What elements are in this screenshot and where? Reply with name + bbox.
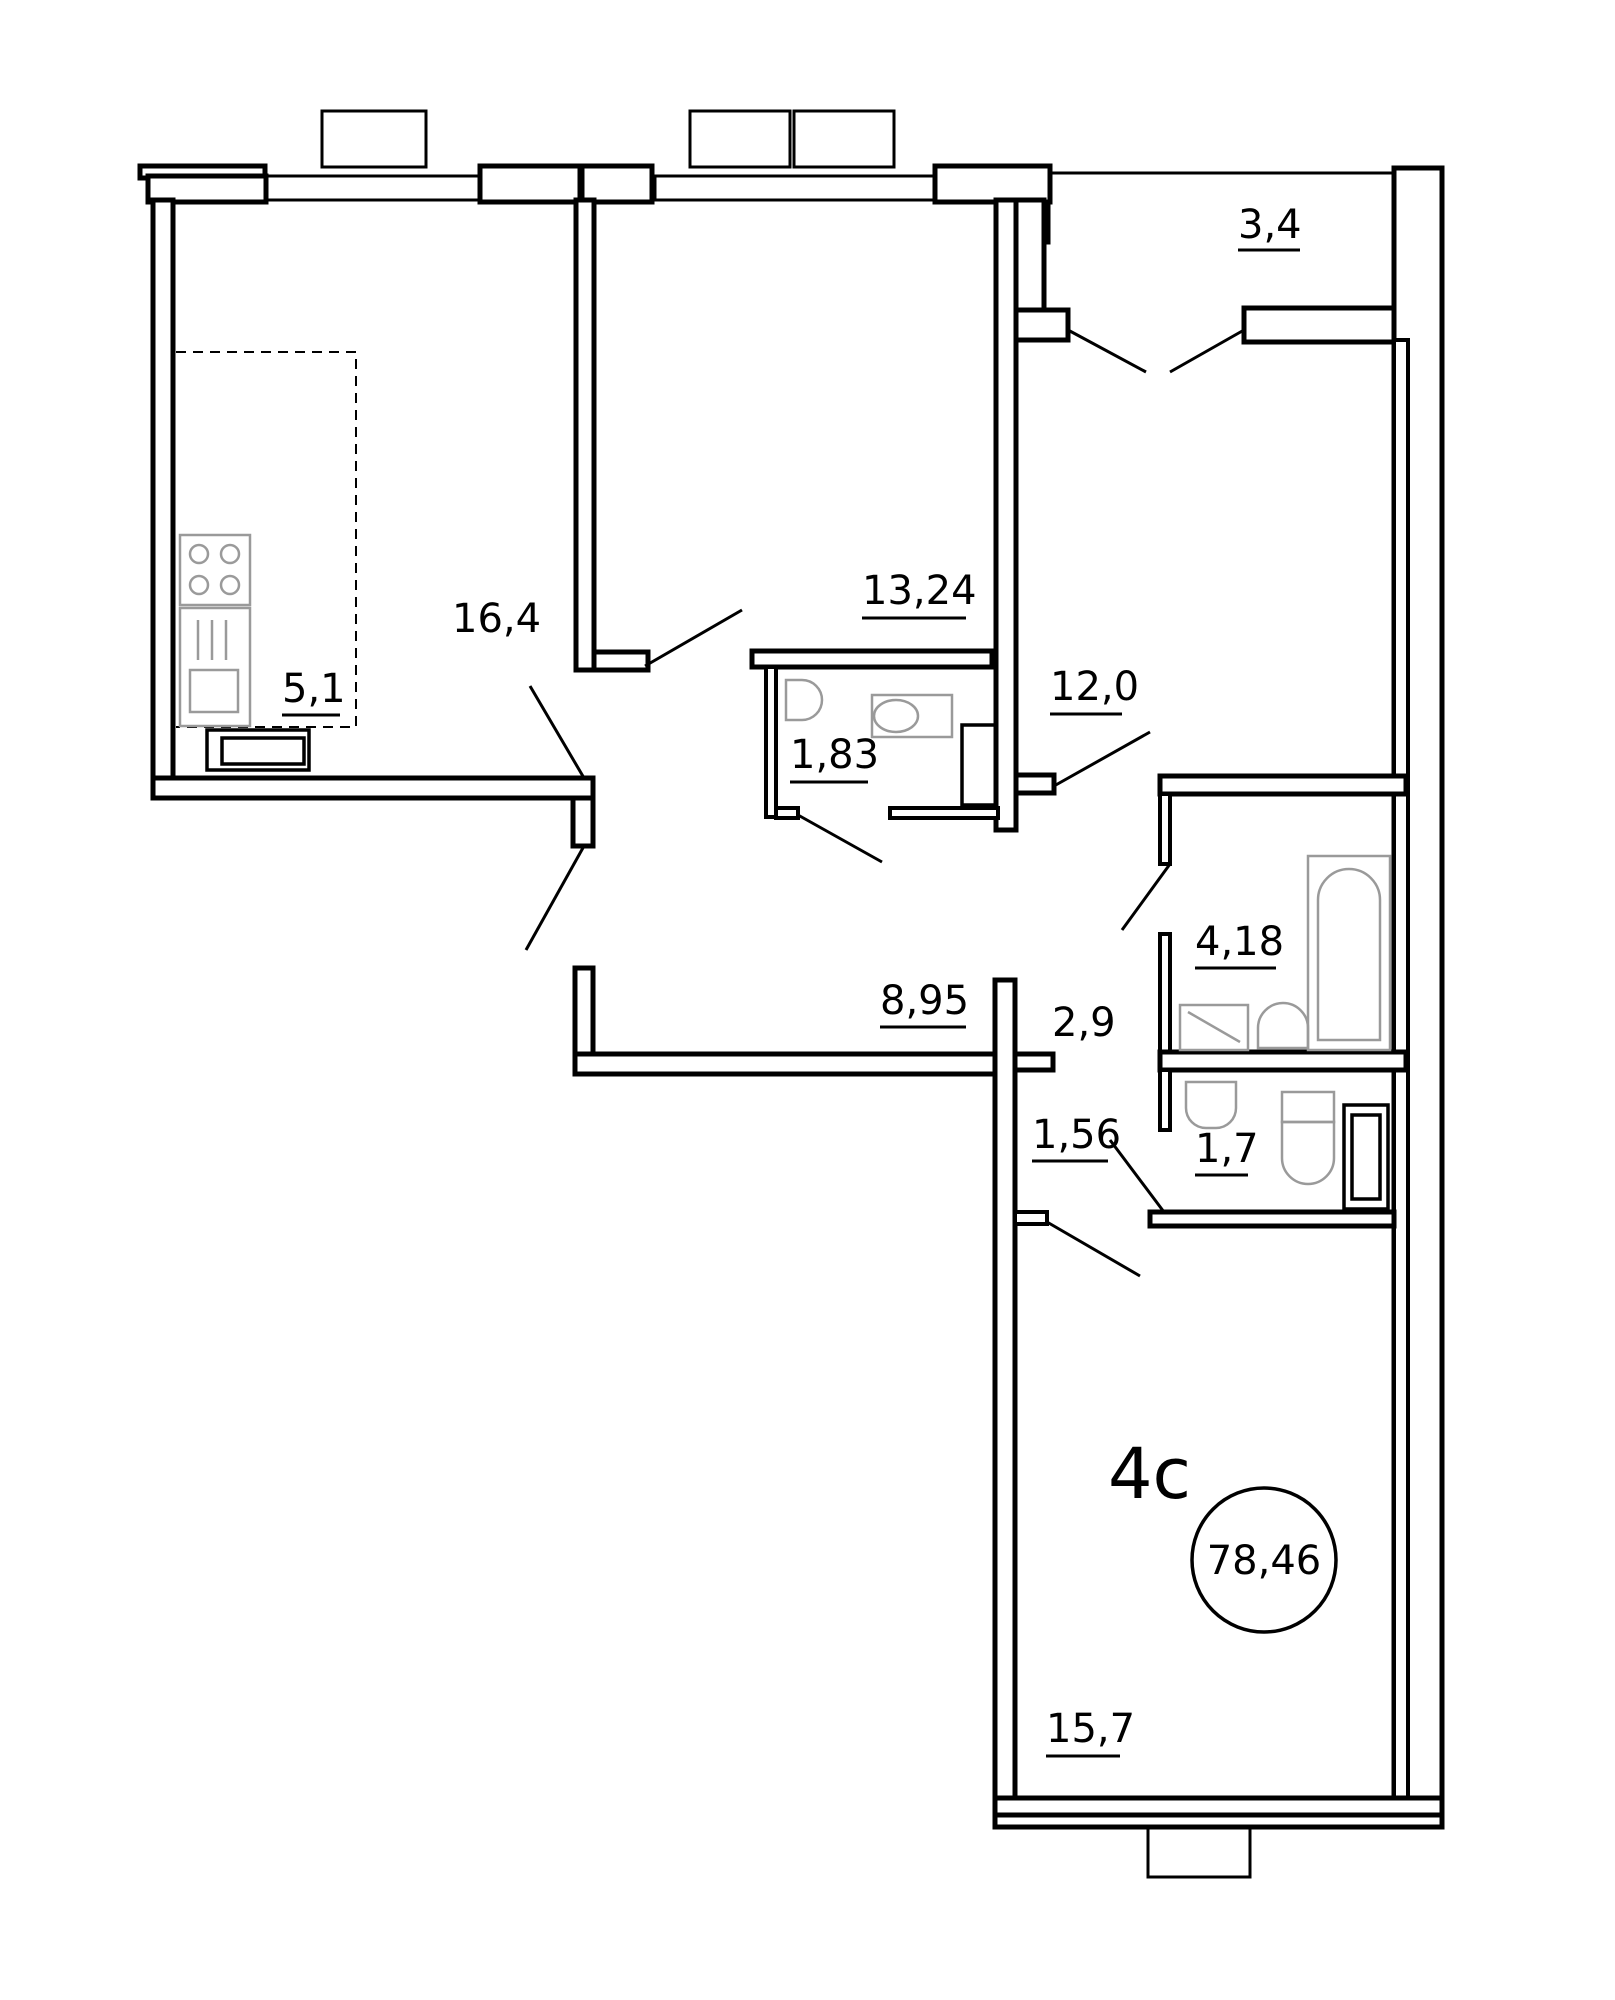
- unit-info: 4с 78,46: [1108, 1433, 1338, 1634]
- doors: [524, 328, 1245, 1278]
- fixtures: [176, 351, 1392, 1211]
- room-area-closet: 1,56: [1032, 1112, 1121, 1158]
- total-area-circle: [1190, 1486, 1338, 1634]
- room-area-wc-right: 1,7: [1195, 1126, 1259, 1172]
- room-area-bathroom: 4,18: [1195, 919, 1284, 965]
- room-area-bedroom-bottom: 15,7: [1046, 1706, 1135, 1752]
- total-area-value: 78,46: [1207, 1538, 1322, 1584]
- windows: [260, 109, 1380, 1879]
- room-labels: 5,1 16,4 13,24 1,83 12,0 3,4 4,18 8,95 2…: [282, 202, 1302, 1758]
- room-area-corridor: 2,9: [1052, 1000, 1116, 1046]
- room-area-living-room: 16,4: [452, 596, 541, 642]
- walls: [137, 163, 1445, 1830]
- room-area-bedroom-center: 13,24: [862, 568, 977, 614]
- room-area-balcony: 3,4: [1238, 202, 1302, 248]
- room-area-kitchen: 5,1: [282, 666, 346, 712]
- room-area-wc-small: 1,83: [790, 732, 879, 778]
- room-area-bedroom-right: 12,0: [1050, 664, 1139, 710]
- unit-type-label: 4с: [1108, 1433, 1191, 1515]
- room-area-hall: 8,95: [880, 978, 969, 1024]
